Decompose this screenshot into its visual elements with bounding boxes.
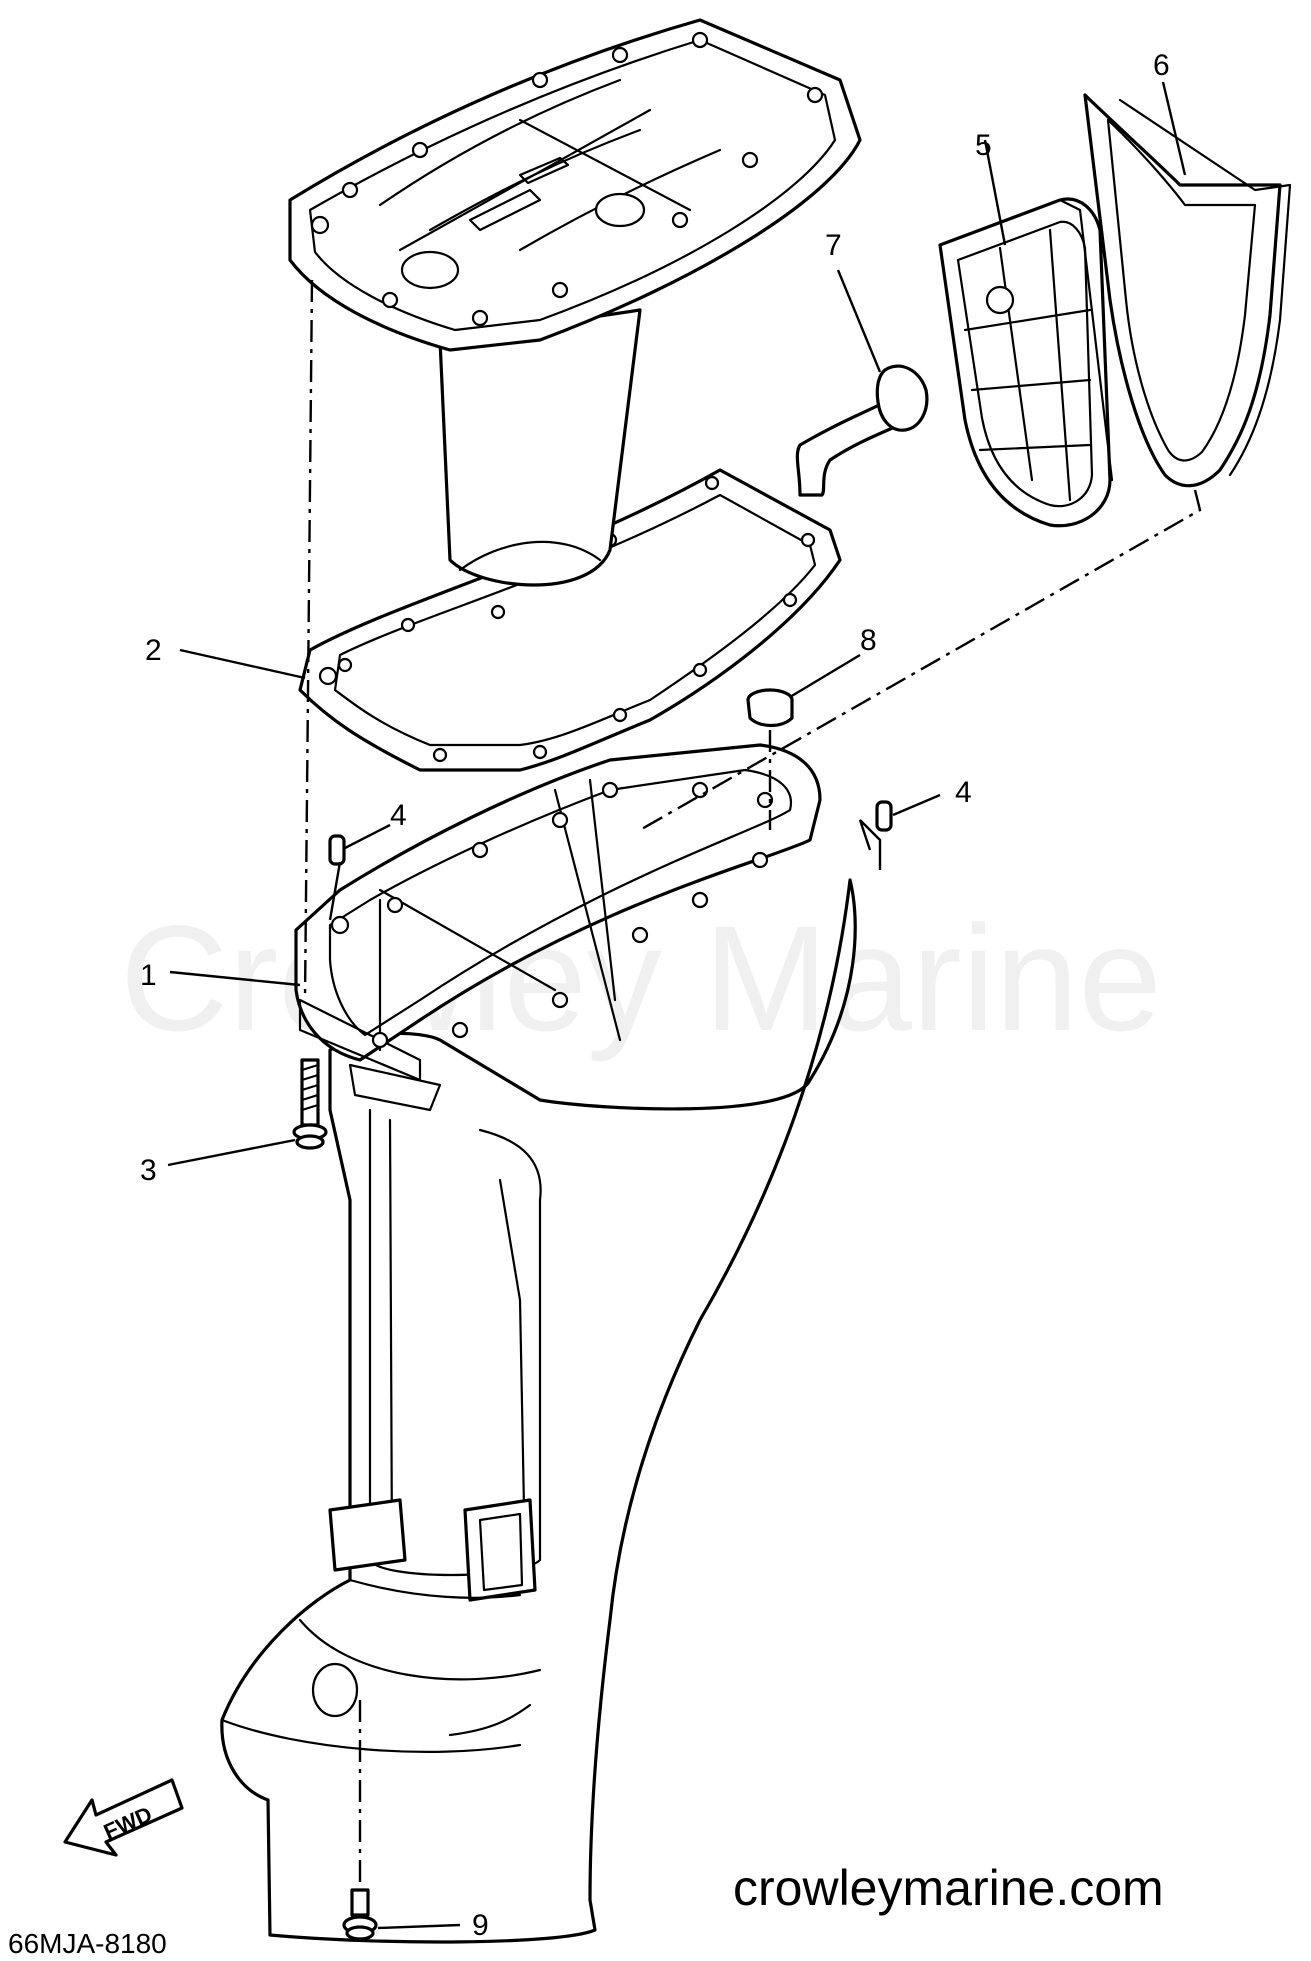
hose [795,364,929,497]
alignment-lines [303,279,1202,1885]
bolt [292,1058,328,1150]
leader-lines [167,81,1187,1930]
dowel-pins [328,800,893,866]
callout-4-right: 4 [955,776,972,809]
fwd-arrow: FWD [63,1778,184,1857]
callout-5: 5 [975,129,992,162]
callout-3: 3 [140,1154,157,1187]
upper-casing [220,743,857,1944]
callout-2: 2 [145,634,162,667]
grommet [746,688,794,728]
screen-panel [938,197,1114,528]
callouts: 1 2 3 4 4 5 6 7 8 9 [140,49,1170,1942]
callout-1: 1 [140,959,157,992]
drain-screw [342,1888,378,1941]
callout-6: 6 [1153,49,1170,82]
cover-frame [1083,93,1292,488]
callout-4-left: 4 [390,799,407,832]
diagram-code: 66MJA-8180 [8,1928,167,1959]
site-name: crowleymarine.com [733,1860,1164,1916]
watermark-text: Crowley Marine [120,894,1162,1062]
callout-8: 8 [860,624,877,657]
callout-7: 7 [825,229,842,262]
exhaust-guide [288,18,862,587]
callout-9: 9 [472,1909,489,1942]
